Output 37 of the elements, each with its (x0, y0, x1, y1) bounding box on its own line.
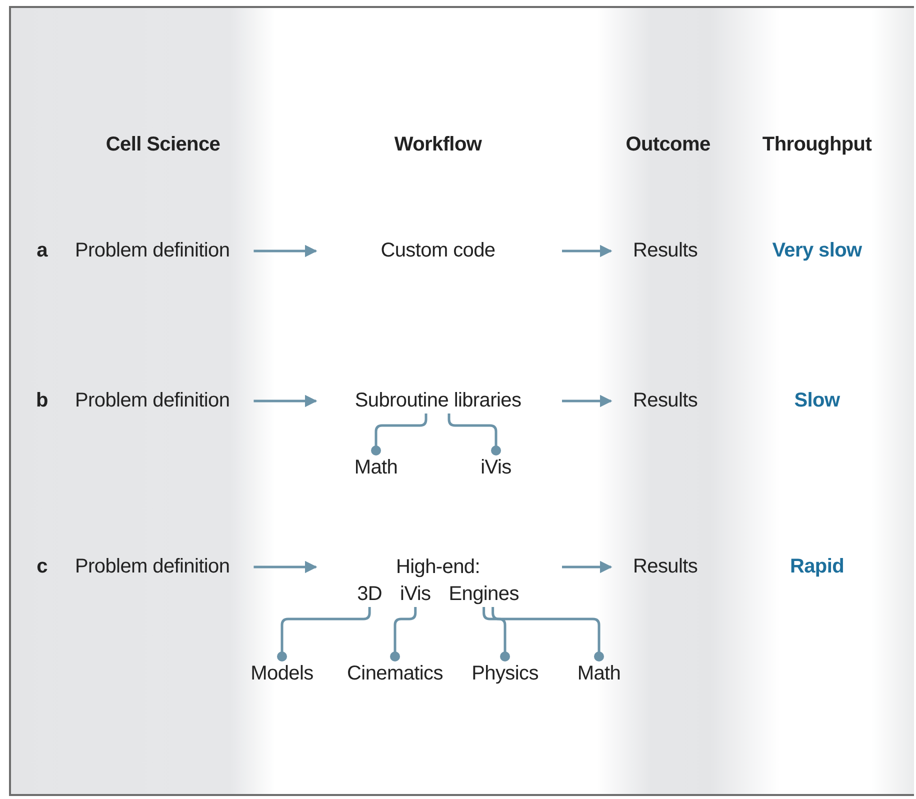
step-label: Problem definition (75, 556, 230, 578)
arrow (562, 244, 612, 258)
column-header: Outcome (626, 134, 710, 156)
branch-connector (482, 607, 510, 662)
step-label: Subroutine libraries (338, 390, 538, 412)
throughput-value: Slow (794, 390, 840, 412)
step-label: Results (633, 390, 698, 412)
arrow (254, 394, 318, 408)
step-label: Cinematics (347, 662, 443, 686)
group-heading: High-end: (394, 556, 482, 579)
column-header: Workflow (394, 134, 482, 156)
arrow (254, 560, 318, 574)
throughput-value: Rapid (790, 556, 844, 578)
step-label: Physics (472, 662, 538, 686)
step-label: iVis (480, 456, 512, 480)
row-letter: a (36, 240, 48, 262)
step-label: Models (250, 662, 314, 686)
throughput-value: Very slow (772, 240, 862, 262)
branch-connector (492, 607, 604, 662)
row-letter: c (36, 556, 48, 578)
step-label: 3D (357, 583, 382, 606)
branch-connector (390, 607, 417, 662)
step-label: Problem definition (75, 240, 230, 262)
step-label: iVis (400, 583, 431, 606)
step-label: Results (633, 556, 698, 578)
row-letter: b (36, 390, 48, 412)
step-label: Engines (448, 583, 519, 606)
arrow (562, 560, 612, 574)
arrow (562, 394, 612, 408)
step-label: Math (577, 662, 621, 686)
step-label: Math (354, 456, 398, 480)
step-label: Custom code (338, 240, 538, 262)
column-header: Throughput (762, 134, 872, 156)
arrow (254, 244, 318, 258)
column-header: Cell Science (106, 134, 220, 156)
step-label: Problem definition (75, 390, 230, 412)
step-label: Results (633, 240, 698, 262)
